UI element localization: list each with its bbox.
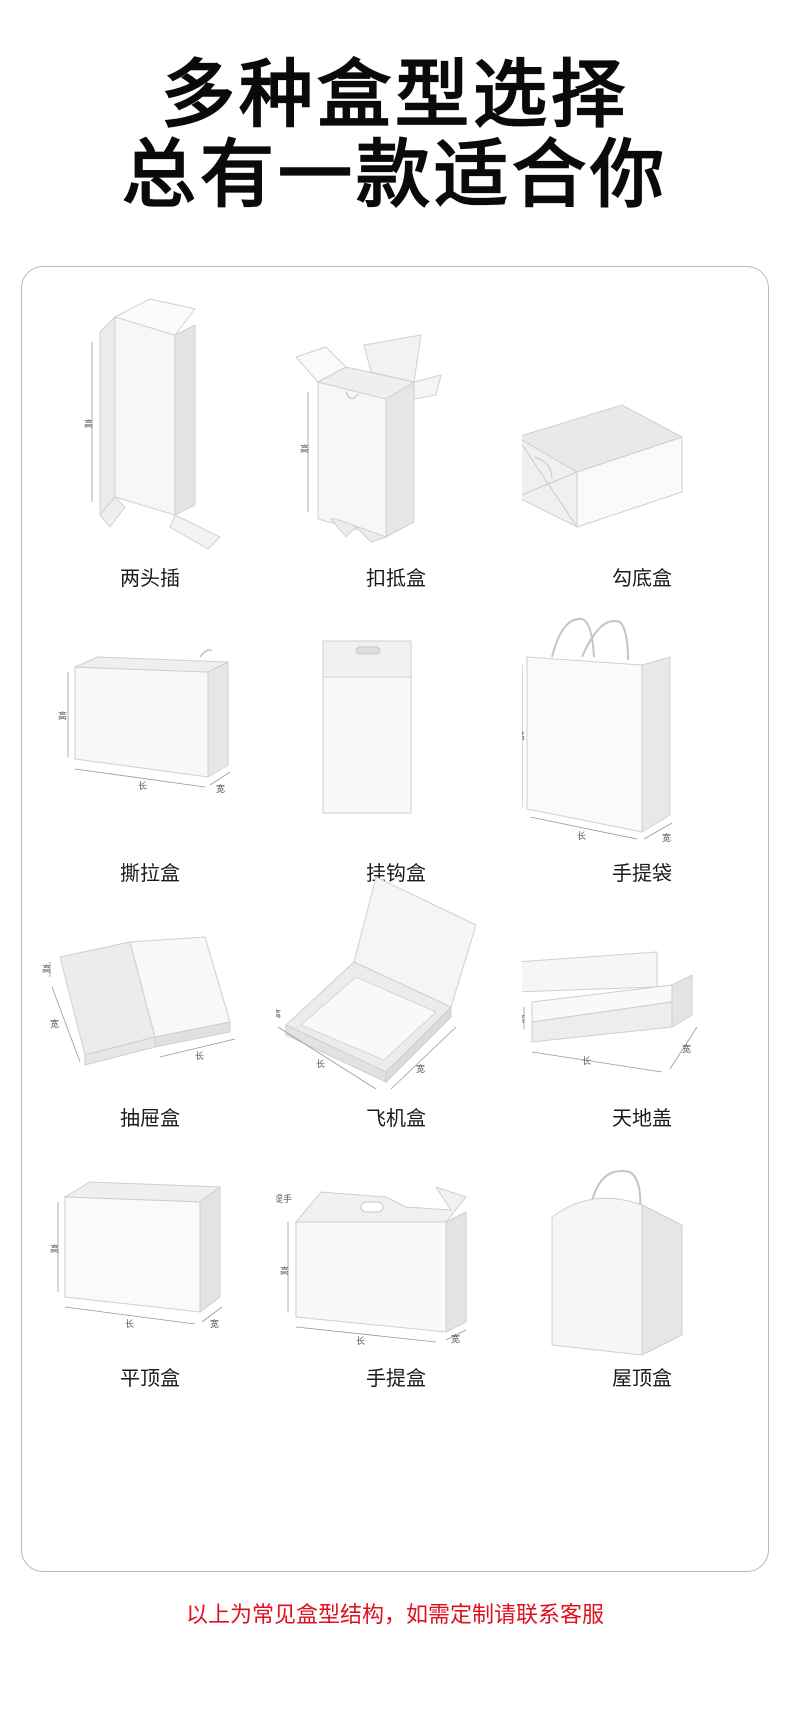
hanger-box-icon bbox=[322, 640, 412, 814]
dim-label: 高 bbox=[300, 443, 309, 455]
page-title-line2: 总有一款适合你 bbox=[122, 132, 668, 218]
dim-label: 高 bbox=[50, 1243, 59, 1255]
lid-base-box-icon: 高 长 宽 bbox=[522, 951, 698, 1073]
dim-label: 长 bbox=[582, 1055, 591, 1067]
dim-label: 长 bbox=[125, 1318, 134, 1330]
dim-label: 高 bbox=[276, 1008, 281, 1020]
dim-label: 宽 bbox=[50, 1018, 59, 1030]
dim-label: 长 bbox=[195, 1050, 204, 1062]
dim-label: 长 bbox=[138, 780, 147, 792]
drawer-box-icon: 高 宽 长 bbox=[42, 936, 236, 1066]
mailer-box-icon: 高 长 宽 bbox=[276, 877, 477, 1090]
dim-label: 高 bbox=[42, 963, 51, 975]
dim-label: 长 bbox=[356, 1335, 365, 1347]
crash-lock-box-icon bbox=[522, 404, 684, 528]
gable-handle-box-icon: 提手 高 长 宽 bbox=[276, 1186, 467, 1347]
dim-label: 宽 bbox=[451, 1333, 460, 1345]
dim-label: 宽 bbox=[662, 832, 671, 844]
dim-label: 宽 bbox=[416, 1063, 425, 1075]
box-type-label: 撕拉盒 bbox=[120, 861, 180, 885]
box-type-label: 天地盖 bbox=[612, 1106, 672, 1130]
dim-label: 宽 bbox=[682, 1043, 691, 1055]
dim-label: 宽 bbox=[210, 1318, 219, 1330]
dim-label: 高 bbox=[84, 418, 93, 430]
box-type-label: 抽屉盒 bbox=[120, 1106, 180, 1130]
box-type-label: 手提盒 bbox=[366, 1366, 426, 1390]
box-type-label: 手提袋 bbox=[612, 861, 672, 885]
tear-strip-box-icon: 高 长 宽 bbox=[58, 649, 231, 795]
roof-box-icon bbox=[551, 1170, 683, 1356]
dim-label: 提手 bbox=[276, 1193, 292, 1205]
dim-label: 高 bbox=[280, 1265, 289, 1277]
dim-label: 高 bbox=[58, 710, 67, 722]
page-title-line1: 多种盒型选择 bbox=[161, 52, 629, 138]
box-type-label: 两头插 bbox=[120, 566, 180, 590]
box-type-label: 平顶盒 bbox=[120, 1366, 180, 1390]
box-type-label: 勾底盒 bbox=[612, 566, 672, 590]
box-type-label: 屋顶盒 bbox=[612, 1366, 672, 1390]
contact-footnote: 以上为常见盒型结构，如需定制请联系客服 bbox=[185, 1603, 604, 1628]
dim-label: 长 bbox=[577, 830, 586, 842]
tuck-end-box-icon: 高 bbox=[84, 298, 221, 550]
dim-label: 高 bbox=[522, 1013, 525, 1025]
lock-bottom-box-icon: 高 bbox=[295, 334, 442, 543]
box-types-panel: 高 两头插 高 扣抵盒 勾底盒 bbox=[21, 266, 769, 1572]
box-type-label: 飞机盒 bbox=[366, 1106, 426, 1130]
flat-top-handle-box-icon: 高 长 宽 bbox=[50, 1181, 223, 1330]
box-type-label: 扣抵盒 bbox=[366, 566, 426, 590]
paper-bag-icon: 高 长 宽 bbox=[522, 617, 673, 844]
dim-label: 长 bbox=[316, 1058, 325, 1070]
dim-label: 高 bbox=[522, 730, 525, 742]
dim-label: 宽 bbox=[216, 783, 225, 795]
